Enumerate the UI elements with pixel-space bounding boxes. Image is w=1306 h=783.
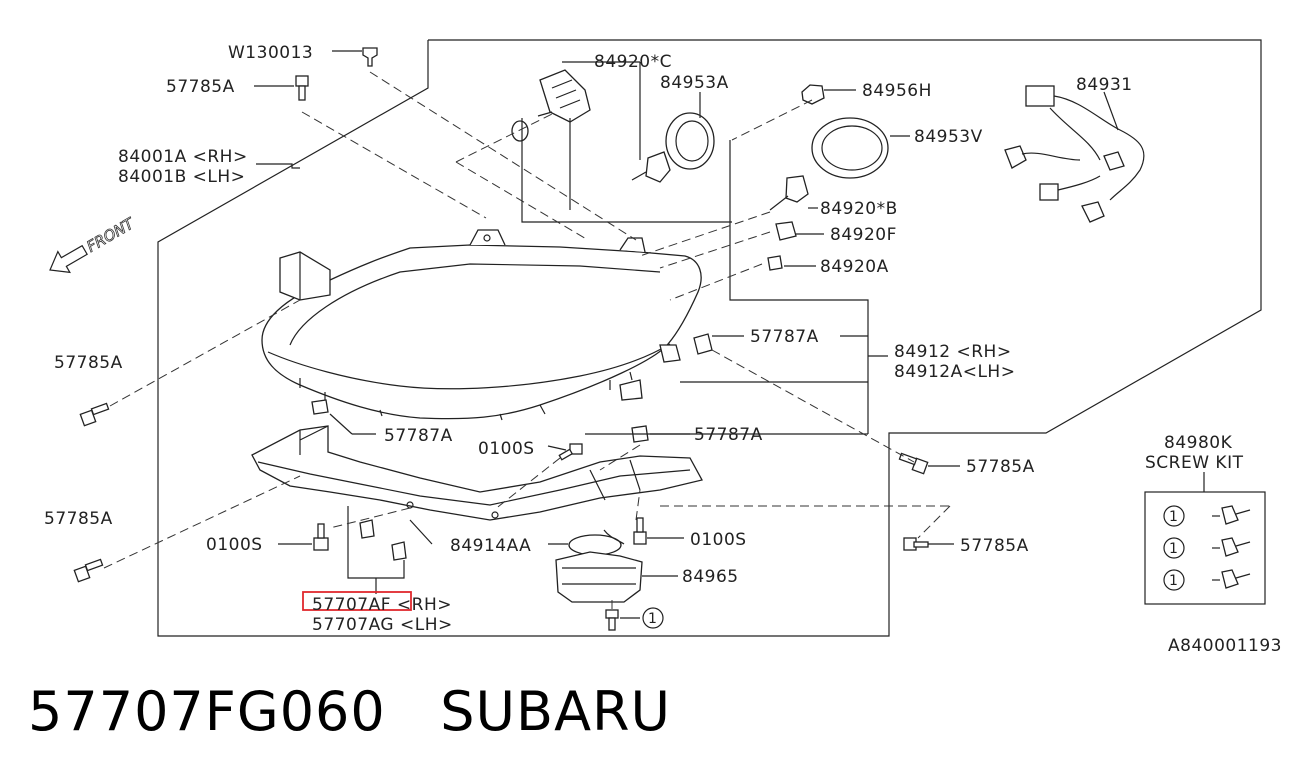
label-84912a[interactable]: 84912A<LH> [894,362,1015,382]
bulb-84920c [631,151,671,183]
label-w130013[interactable]: W130013 [228,43,313,63]
label-57785a-left[interactable]: 57785A [54,353,123,373]
highlight-box [302,591,412,611]
circle-number: 1 [1169,509,1178,525]
label-57787a-low[interactable]: 57787A [694,425,763,445]
circled-1-kit-b: 1 [1163,537,1185,559]
circled-1-ballast-screw: 1 [642,607,664,629]
label-84001b[interactable]: 84001B <LH> [118,167,245,187]
bolt-left [79,402,110,427]
circle-number: 1 [648,611,657,627]
label-84914aa[interactable]: 84914AA [450,536,531,556]
label-57785a-top[interactable]: 57785A [166,77,235,97]
part-number-brand-footer: 57707FG060 SUBARU [28,680,672,743]
circle-number: 1 [1169,573,1178,589]
label-84965[interactable]: 84965 [682,567,739,587]
circle-number: 1 [1169,541,1178,557]
bulb-84920b [769,175,809,211]
leader-lines [254,50,1220,619]
label-57707af[interactable]: 57707AF <RH> [312,595,452,615]
clip-57787a-mid [311,399,329,415]
bulb-84920f [775,221,797,241]
label-84920a[interactable]: 84920A [820,257,889,277]
assembly-outline-frame [157,39,1262,637]
screw-1-ballast [605,609,619,631]
label-84920c[interactable]: 84920*C [594,52,672,72]
front-label: FRONT [84,214,139,256]
bolt-top [295,75,309,101]
label-84920f[interactable]: 84920F [830,225,897,245]
dashed-assembly-lines [103,71,951,610]
screw-kit-screws [1221,505,1251,589]
ignitor-84920c [511,69,591,142]
cap-84956h [801,84,825,105]
label-84953v[interactable]: 84953V [914,127,983,147]
screw-0100s-mid [558,443,583,461]
bolt-right [898,452,929,475]
label-57785a-lowleft[interactable]: 57785A [44,509,113,529]
label-84920b[interactable]: 84920*B [820,199,898,219]
screw-0100s-right [633,517,647,545]
seal-ring-84953a [665,112,715,170]
label-84931[interactable]: 84931 [1076,75,1133,95]
wiring-harness-84931 [1004,85,1145,223]
label-57785a-lowright[interactable]: 57785A [960,536,1029,556]
screw-kit-box [1144,491,1266,605]
label-57787a-mid[interactable]: 57787A [384,426,453,446]
clip-57787a-right [693,333,713,355]
label-0100s-left[interactable]: 0100S [206,535,263,555]
circled-1-kit-a: 1 [1163,505,1185,527]
front-direction-arrow: FRONT [49,213,139,274]
label-84953a[interactable]: 84953A [660,73,729,93]
lower-bracket [251,425,703,561]
label-84980k[interactable]: 84980K [1164,433,1233,453]
label-84956h[interactable]: 84956H [862,81,932,101]
figure-id: A840001193 [1168,636,1282,656]
label-0100s-right[interactable]: 0100S [690,530,747,550]
bolt-lower-left [73,558,104,583]
bolt-lower-right [903,537,929,551]
bulb-84920a [767,255,783,271]
ballast-84965 [555,529,643,603]
screw-0100s-left [313,523,329,551]
w130013-clip [362,47,378,67]
label-84912[interactable]: 84912 <RH> [894,342,1012,362]
circled-1-kit-c: 1 [1163,569,1185,591]
headlight-housing [261,229,702,421]
label-84001a[interactable]: 84001A <RH> [118,147,248,167]
label-57707ag[interactable]: 57707AG <LH> [312,615,453,635]
label-screw-kit: SCREW KIT [1145,453,1244,473]
label-57785a-right[interactable]: 57785A [966,457,1035,477]
label-0100s-mid[interactable]: 0100S [478,439,535,459]
cover-84953v [811,117,889,179]
label-57787a-right[interactable]: 57787A [750,327,819,347]
